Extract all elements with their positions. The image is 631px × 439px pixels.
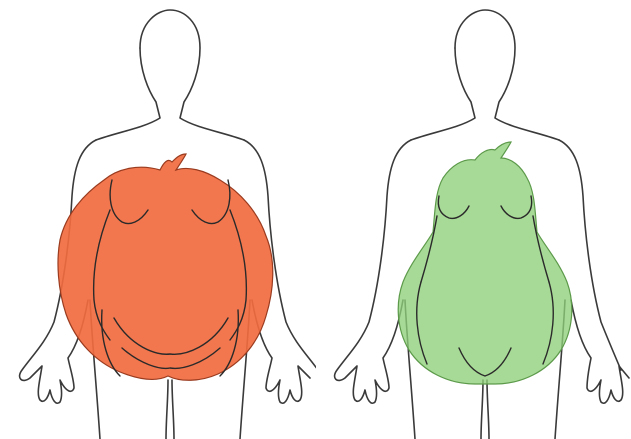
pear-shape-overlay bbox=[398, 142, 572, 384]
apple-shape-overlay bbox=[58, 154, 273, 380]
apple-body-figure bbox=[0, 0, 316, 439]
pear-body-figure bbox=[315, 0, 631, 439]
